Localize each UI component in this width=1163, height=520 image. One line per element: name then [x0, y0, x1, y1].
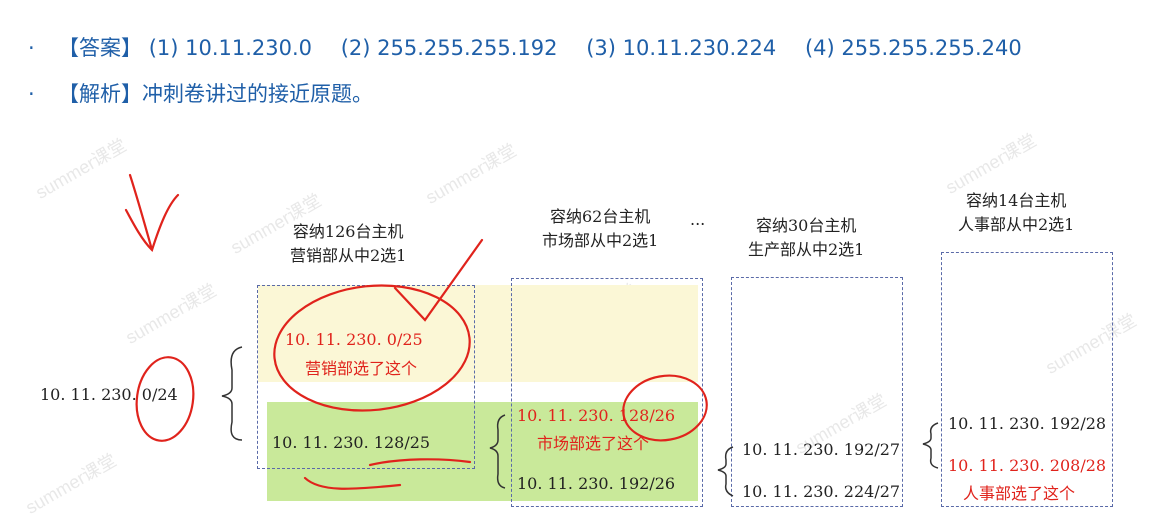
answer-line: · 【答案】 (1) 10.11.230.0 (2) 255.255.255.19… — [28, 32, 1044, 62]
market-heading-line1: 容纳62台主机 — [550, 207, 651, 226]
watermark: summer课堂 — [422, 139, 520, 208]
analysis-label: 【解析】 — [58, 82, 142, 106]
answer-3: (3) 10.11.230.224 — [586, 36, 777, 60]
sales-other-subnet: 10. 11. 230. 128/25 — [272, 433, 431, 452]
root-network: 10. 11. 230. 0/24 — [40, 385, 178, 404]
answer-label: 【答案】 — [58, 36, 142, 60]
ellipsis: ... — [690, 210, 706, 229]
analysis-line: · 【解析】冲刺卷讲过的接近原题。 — [28, 78, 373, 108]
sales-heading: 容纳126台主机 营销部从中2选1 — [290, 220, 406, 268]
hr-heading-line2: 人事部从中2选1 — [958, 215, 1075, 234]
production-heading-line1: 容纳30台主机 — [756, 216, 857, 235]
answer-1: (1) 10.11.230.0 — [148, 36, 313, 60]
hr-selected-note: 人事部选了这个 — [963, 484, 1076, 503]
sales-heading-line1: 容纳126台主机 — [292, 222, 404, 241]
market-box — [511, 278, 703, 507]
bullet-dot: · — [28, 36, 35, 60]
analysis-text: 冲刺卷讲过的接近原题。 — [142, 82, 373, 106]
sales-selected-note: 营销部选了这个 — [305, 359, 418, 378]
market-selected-note: 市场部选了这个 — [537, 434, 650, 453]
watermark: summer课堂 — [32, 134, 130, 203]
root-brace — [221, 346, 243, 441]
hr-subnet-a: 10. 11. 230. 192/28 — [948, 414, 1107, 433]
sales-heading-line2: 营销部从中2选1 — [290, 246, 407, 265]
market-heading: 容纳62台主机 市场部从中2选1 — [542, 205, 658, 253]
production-brace — [922, 422, 939, 469]
watermark: summer课堂 — [122, 279, 220, 348]
hr-selected-subnet: 10. 11. 230. 208/28 — [948, 456, 1107, 475]
bullet-dot: · — [28, 82, 35, 106]
hr-heading-line1: 容纳14台主机 — [966, 191, 1067, 210]
market-other-subnet: 10. 11. 230. 192/26 — [517, 474, 676, 493]
answer-4: (4) 255.255.255.240 — [804, 36, 1022, 60]
production-heading: 容纳30台主机 生产部从中2选1 — [748, 214, 864, 262]
sales-selected-subnet: 10. 11. 230. 0/25 — [285, 330, 423, 349]
down-arrow-mark — [124, 173, 180, 253]
production-box — [731, 277, 903, 507]
production-subnet-b: 10. 11. 230. 224/27 — [742, 482, 901, 501]
production-heading-line2: 生产部从中2选1 — [748, 240, 865, 259]
market-heading-line2: 市场部从中2选1 — [542, 231, 659, 250]
answer-2: (2) 255.255.255.192 — [340, 36, 558, 60]
hr-heading: 容纳14台主机 人事部从中2选1 — [958, 189, 1074, 237]
hr-box — [941, 252, 1113, 507]
production-subnet-a: 10. 11. 230. 192/27 — [742, 440, 901, 459]
market-selected-subnet: 10. 11. 230. 128/26 — [517, 406, 676, 425]
watermark: summer课堂 — [22, 449, 120, 518]
